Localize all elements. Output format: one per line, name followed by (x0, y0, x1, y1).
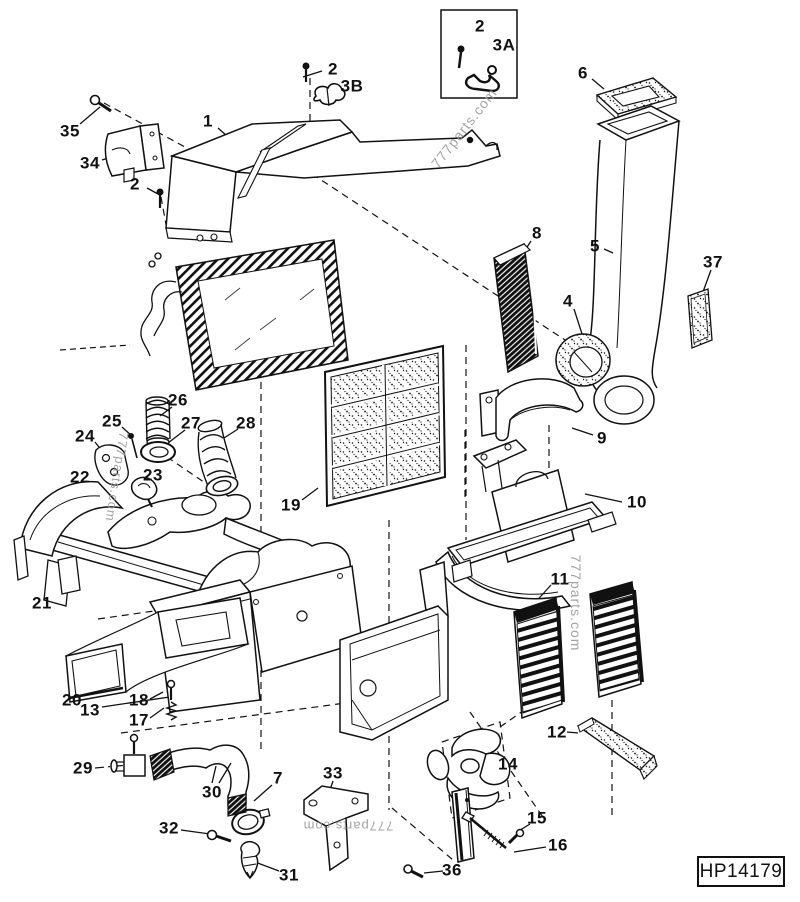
part-19-filter (323, 344, 447, 508)
callout-7: 7 (273, 768, 283, 788)
part-14-mount-plate (451, 787, 475, 863)
callout-20: 20 (62, 690, 82, 710)
callout-14: 14 (498, 754, 518, 774)
figure-code-label: HP14179 (699, 860, 783, 882)
callout-25: 25 (102, 411, 122, 431)
callout-28: 28 (236, 413, 256, 433)
part-23-clamp (130, 476, 158, 508)
callout-2: 2 (475, 16, 485, 36)
callout-24: 24 (75, 426, 95, 446)
screw-35 (89, 94, 112, 113)
callout-21: 21 (32, 593, 52, 613)
watermark-text-2: 777parts.com (568, 554, 584, 652)
callout-32: 32 (159, 818, 179, 838)
callout-33: 33 (323, 763, 343, 783)
callout-23: 23 (143, 465, 163, 485)
part-4-ring-seal (555, 333, 611, 387)
clip-3b (313, 82, 346, 107)
inset-detail-box (440, 9, 518, 99)
part-27-grommet (140, 441, 176, 463)
part-28-hose-bellows (197, 419, 239, 497)
callout-11: 11 (550, 569, 570, 589)
part-24-bracket (94, 444, 129, 486)
callout-9: 9 (597, 428, 607, 448)
screw-2-inset (457, 45, 465, 69)
clip-3a (464, 73, 500, 93)
callout-29: 29 (73, 758, 93, 778)
part-31-plug (240, 840, 261, 880)
callout-5: 5 (590, 236, 600, 256)
spring-17 (164, 701, 179, 721)
callout-16: 16 (548, 835, 568, 855)
distribution-duct (107, 490, 320, 568)
callout-2: 2 (130, 174, 140, 194)
callout-3b: 3B (340, 76, 364, 96)
callout-8: 8 (532, 223, 542, 243)
screw-25 (128, 433, 138, 459)
part-29-fitting (110, 733, 146, 777)
callout-22: 22 (70, 467, 90, 487)
callout-26: 26 (168, 390, 188, 410)
part-5-duct (587, 105, 681, 425)
part-16-rod (461, 811, 507, 849)
screw-2-left (156, 188, 164, 208)
callout-31: 31 (279, 865, 299, 885)
callout-2: 2 (328, 59, 338, 79)
part-34-module (104, 123, 165, 183)
callout-17: 17 (129, 710, 149, 730)
callout-4: 4 (563, 291, 573, 311)
part-8-element (493, 242, 539, 374)
part-9-saddle (479, 378, 584, 442)
screw-15 (507, 828, 525, 845)
part-37-pad (687, 288, 713, 349)
callout-13: 13 (80, 700, 100, 720)
part-7-clamp (231, 808, 271, 836)
callout-18: 18 (129, 690, 149, 710)
callout-35: 35 (60, 121, 80, 141)
callout-27: 27 (181, 413, 201, 433)
callout-19: 19 (281, 495, 301, 515)
screw-36 (403, 864, 424, 879)
part-33-bracket (303, 785, 369, 872)
watermark-text-3: 777parts.com (302, 818, 394, 834)
callout-30: 30 (202, 782, 222, 802)
part-22-hood (13, 480, 125, 595)
callout-15: 15 (527, 808, 547, 828)
part-1-cover (165, 119, 501, 243)
part-20-elbow-duct (64, 597, 250, 703)
callout-34: 34 (80, 153, 100, 173)
screw-2-top (302, 62, 310, 82)
part-6-gasket (595, 77, 678, 122)
callout-10: 10 (627, 492, 647, 512)
evaporator-core (140, 239, 349, 391)
figure-code-box: HP14179 (697, 856, 785, 887)
part-11-grill-left (513, 596, 565, 720)
callout-1: 1 (203, 111, 213, 131)
callout-37: 37 (703, 252, 723, 272)
part-12-foam-strip (576, 717, 658, 781)
part-11-grill-right (589, 581, 644, 698)
callout-36: 36 (442, 860, 462, 880)
callout-6: 6 (578, 63, 588, 83)
screw-32 (206, 829, 232, 843)
evaporator-pipes (140, 252, 183, 357)
screw-18 (166, 679, 176, 700)
callout-3a: 3A (492, 35, 516, 55)
part-26-bellows (145, 396, 171, 447)
part-10-bracket-assembly (435, 439, 617, 612)
callout-12: 12 (547, 722, 567, 742)
part-30-hose (149, 744, 250, 817)
